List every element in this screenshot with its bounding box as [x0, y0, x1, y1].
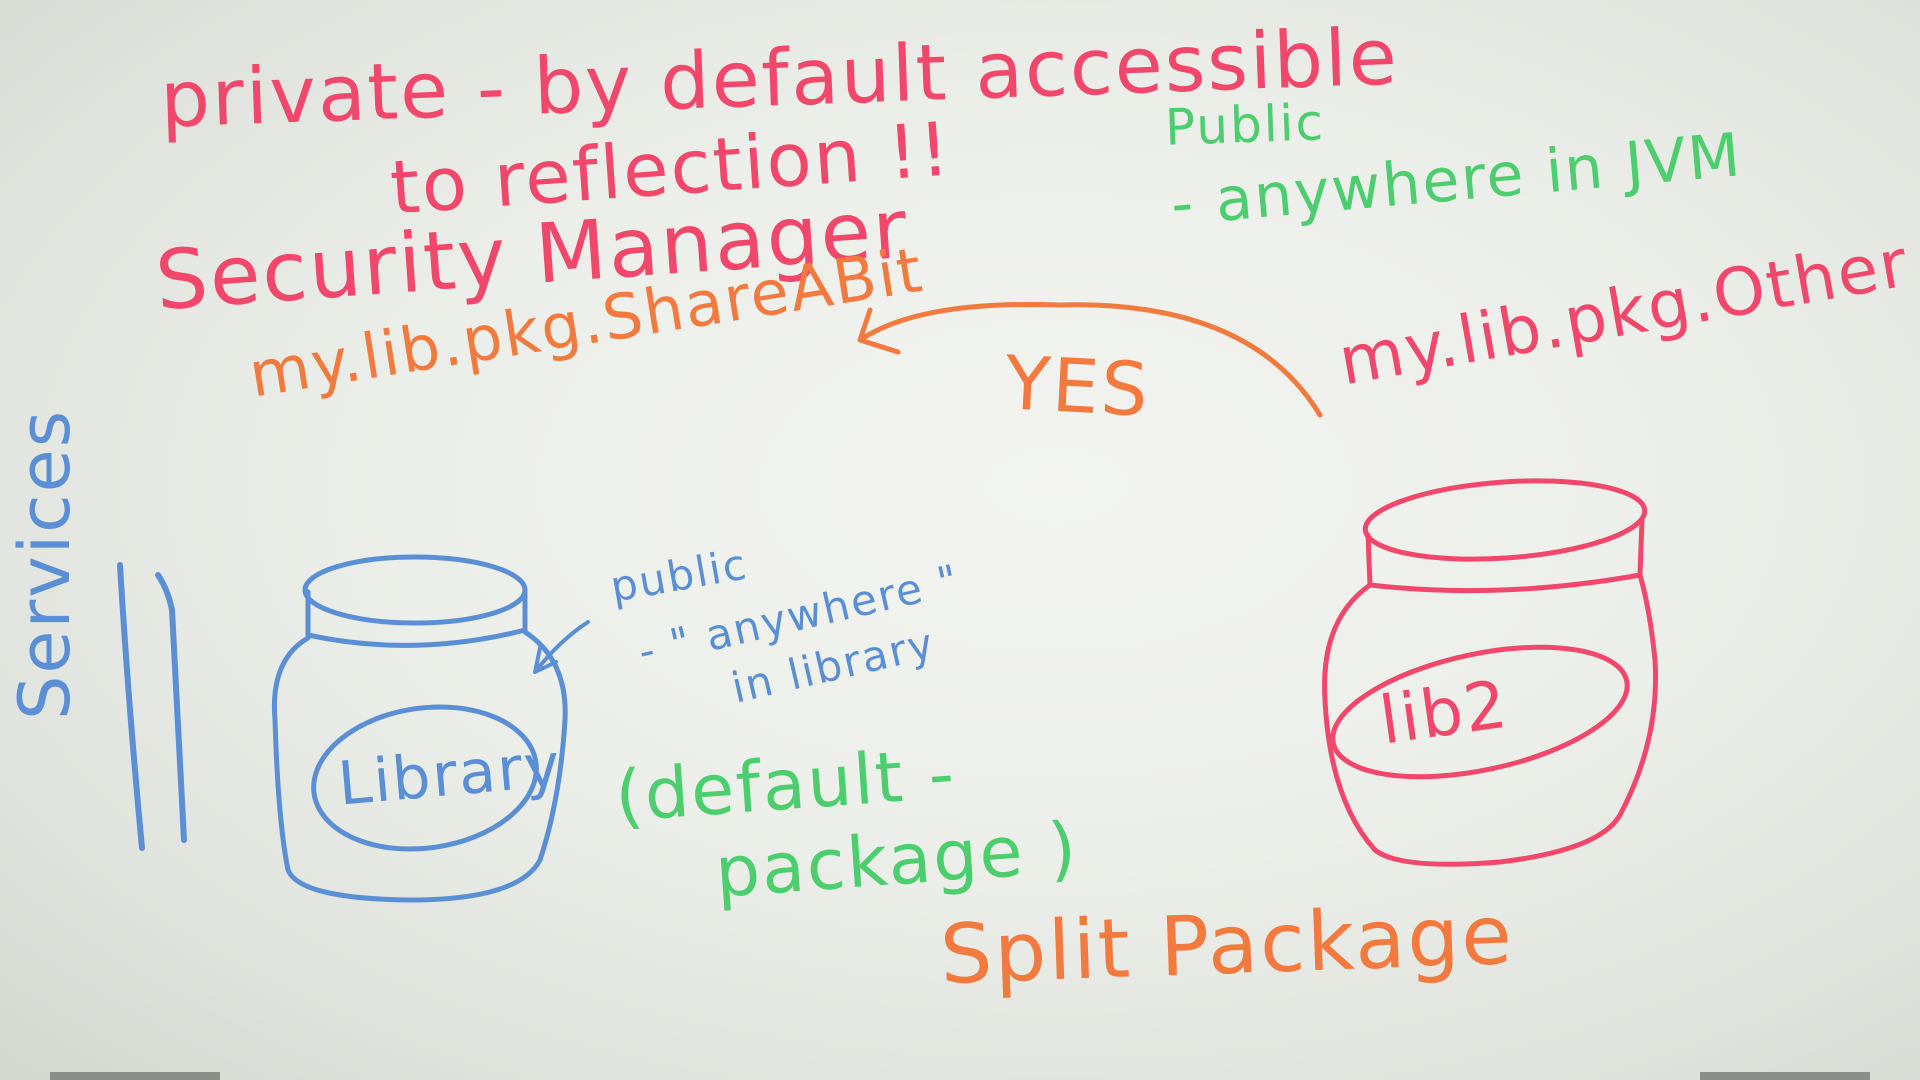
board-frame-clip — [1700, 1072, 1870, 1080]
public-jvm-title: Public — [1164, 93, 1326, 157]
library-jar-drawing — [271, 554, 568, 903]
services-divider-line — [117, 562, 145, 851]
yes-label: YES — [1002, 340, 1153, 434]
library-note-title: public — [606, 539, 752, 612]
lib2-jar-label: lib2 — [1375, 665, 1514, 760]
library-jar-label: Library — [335, 730, 565, 820]
split-package-label: Split Package — [938, 888, 1516, 1003]
services-label: Services — [4, 408, 86, 720]
library-note-arrow — [533, 620, 590, 674]
board-frame-clip — [50, 1072, 220, 1080]
target-class-label: my.lib.pkg.Other — [1333, 224, 1915, 401]
services-divider-line — [155, 572, 187, 843]
